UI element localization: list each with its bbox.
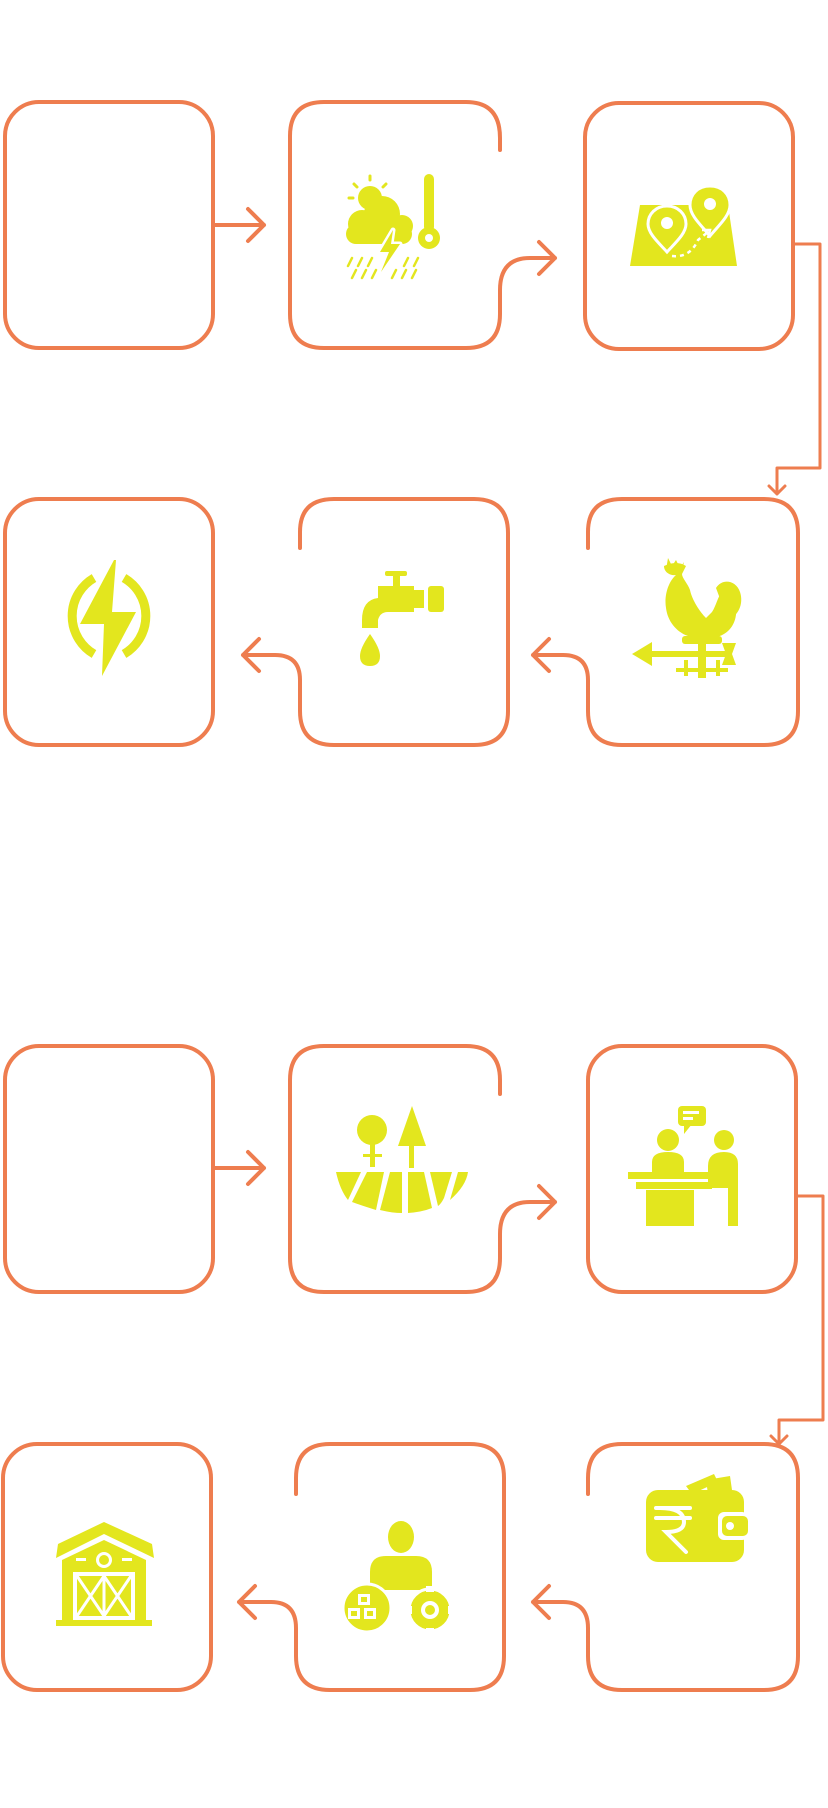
connector-arrow — [211, 1150, 266, 1186]
step-box — [288, 1044, 502, 1294]
step-box — [3, 497, 215, 747]
connector-arrow — [237, 1584, 298, 1638]
step-box — [294, 1442, 506, 1692]
consultation-icon — [628, 1106, 738, 1226]
weathervane-icon — [632, 558, 742, 678]
weather-icon — [346, 174, 440, 280]
barn-icon — [56, 1522, 154, 1626]
connector-arrow — [241, 637, 302, 690]
step-box — [586, 1442, 800, 1692]
rupee-wallet-icon — [646, 1474, 748, 1562]
energy-icon — [67, 560, 151, 676]
step-box — [288, 100, 502, 350]
map-route-icon — [630, 184, 737, 266]
step-box — [3, 1044, 215, 1294]
step-box — [586, 497, 800, 747]
land-tree-icon — [336, 1106, 468, 1213]
step-box — [586, 1044, 798, 1294]
step-box — [298, 497, 510, 747]
farmer-supply-icon — [341, 1521, 454, 1634]
connector-arrow — [769, 1194, 825, 1446]
connector-arrow — [767, 242, 822, 496]
water-tap-icon — [360, 571, 444, 666]
step-box — [3, 100, 215, 350]
connector-arrow — [498, 240, 557, 294]
connector-arrow — [498, 1184, 557, 1238]
step-box — [583, 101, 795, 351]
step-box — [1, 1442, 213, 1692]
connector-arrow — [211, 207, 266, 243]
connector-arrow — [531, 1584, 590, 1638]
connector-arrow — [531, 637, 590, 690]
